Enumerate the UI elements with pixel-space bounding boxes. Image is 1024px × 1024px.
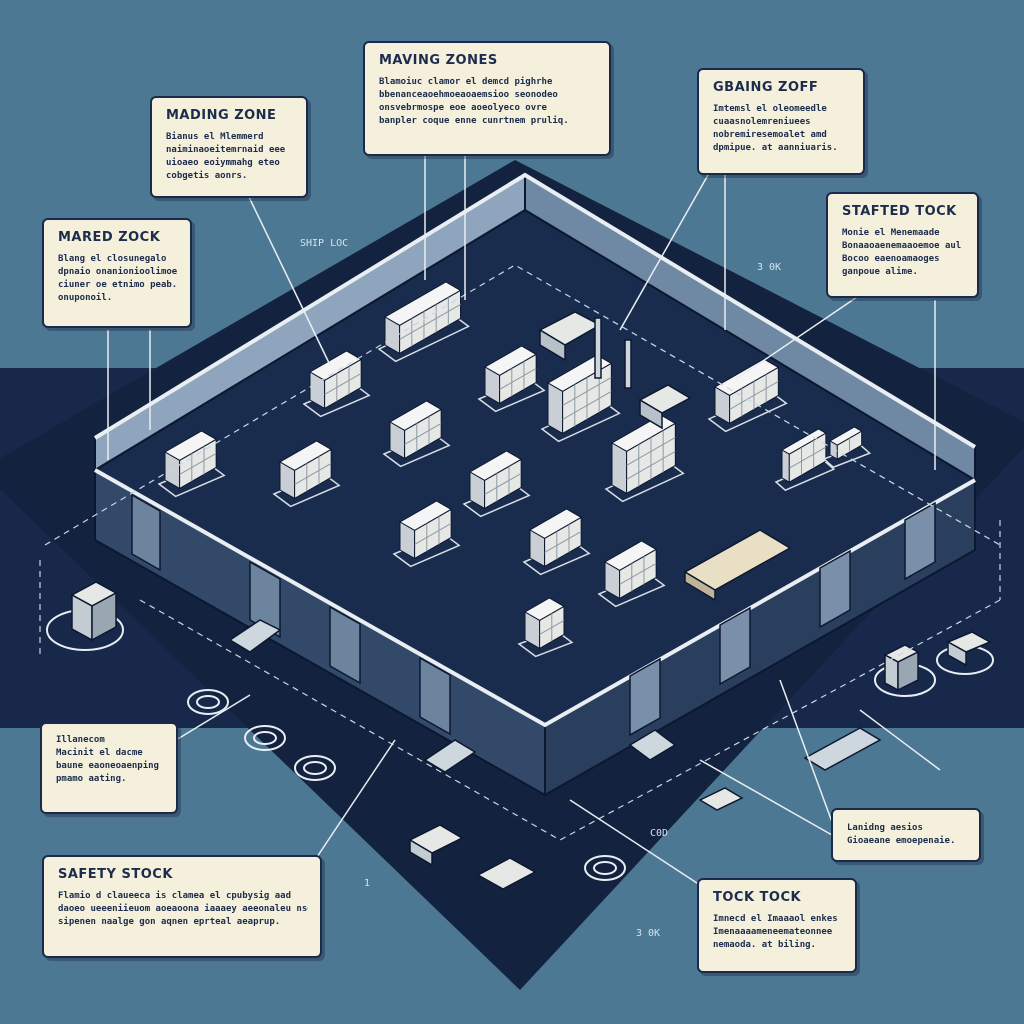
- callout-title: MARED ZOCK: [58, 230, 161, 245]
- callout-line: daoeo ueeeniieuom aoeaoona iaaaey aeeona…: [58, 904, 308, 914]
- callout-line: sipenen naalge gon aqnen eprteal aeaprup…: [58, 917, 281, 927]
- callout-line: Imtemsl el oleomeedle: [713, 104, 827, 114]
- callout-line: Imenaaaameneemateonnee: [713, 927, 833, 937]
- callout-title: MAVING ZONES: [379, 53, 498, 68]
- pallet-stack: [462, 450, 531, 518]
- pallet-stack: [382, 400, 451, 468]
- leader-lines: [107, 155, 941, 886]
- floor-markers: [187, 689, 626, 881]
- pallet-jack-icon: [638, 384, 692, 430]
- callout-line: cuaasnolemreniuees: [713, 117, 811, 127]
- callout-line: Flamio d claueeca is clamea el cpubysig …: [58, 891, 291, 901]
- callout-line: Imnecd el Imaaaol enkes: [713, 914, 838, 924]
- floor-tag: 3 0K: [757, 262, 782, 273]
- pallet-stack: [822, 426, 872, 469]
- callout-line: ganpoue alime.: [842, 267, 918, 277]
- callout-gbaing-zoff: GBAING ZOFF Imtemsl el oleomeedle cuaasn…: [697, 68, 865, 175]
- callout-line: pmamo aating.: [56, 774, 127, 784]
- callout-line: nobremiresemoalet amd: [713, 130, 827, 140]
- floor-tag: SHIP LOC: [300, 238, 349, 249]
- callout-line: dpnaio onanionioolimoe: [58, 267, 178, 277]
- callout-title: GBAING ZOFF: [713, 80, 819, 95]
- callout-mading-zone: MADING ZONE Bianus el Mlemmerd naiminaoe…: [150, 96, 308, 198]
- callout-title: MADING ZONE: [166, 108, 277, 123]
- floor-tag: 3 0K: [636, 928, 661, 939]
- wall-rim: [93, 172, 977, 449]
- callout-line: ciuner oe etnimo peab.: [58, 280, 178, 290]
- pallet-stack: [392, 500, 461, 568]
- callout-line: Illanecom: [56, 735, 105, 745]
- callout-illanecom: Illanecom Macinit el dacme baune eaoneoa…: [40, 722, 178, 814]
- pallet-stack: [477, 345, 546, 413]
- callout-line: baune eaoneoaenping: [56, 761, 159, 771]
- loading-ramps: [228, 619, 677, 773]
- callout-landing: Lanidng aesios Gioaeane emoepenaie.: [831, 808, 981, 862]
- pallet-stack: [517, 597, 574, 658]
- callout-line: onsvebrmospe eoe aoeolyeco ovre: [379, 103, 547, 113]
- floor-tag: 1: [364, 878, 371, 889]
- forklift-icon: [538, 311, 632, 389]
- callout-line: bbenanceaoehmoeaoaemsioo seonodeo: [379, 90, 558, 100]
- pallet-stack: [707, 358, 788, 433]
- dock-doors-left: [131, 493, 451, 736]
- callout-tock-tock: TOCK TOCK Imnecd el Imaaaol enkes Imenaa…: [697, 878, 857, 973]
- pallet-stack: [302, 350, 371, 418]
- pallet-stack: [157, 430, 226, 498]
- callout-line: Macinit el dacme: [56, 748, 143, 758]
- dock-doors-right: [629, 501, 936, 737]
- callout-maving-zones: MAVING ZONES Blamoiuc clamor el demcd pi…: [363, 41, 611, 156]
- callout-line: Blang el closunegalo: [58, 254, 167, 264]
- pallet-stack: [774, 428, 836, 492]
- dimension-lines: [39, 264, 1001, 841]
- callout-line: naiminaoeitemrnaid eee: [166, 145, 286, 155]
- callout-line: dpmipue. at aanniuaris.: [713, 143, 838, 153]
- callout-stafted-tock: STAFTED TOCK Monie el Menemaade Bonaaoae…: [826, 192, 979, 298]
- callout-line: Monie el Menemaade: [842, 228, 940, 238]
- pallet-stack: [597, 540, 666, 608]
- callout-line: Bianus el Mlemmerd: [166, 132, 264, 142]
- lumber-pallet: [683, 529, 792, 602]
- pallet-stack: [522, 508, 591, 576]
- callout-title: STAFTED TOCK: [842, 204, 957, 219]
- callout-line: Bocoo eaenoamaoges: [842, 254, 940, 264]
- floor-tag: C0D: [650, 828, 669, 839]
- callout-line: banpler coque enne cunrtnem pruliq.: [379, 116, 569, 126]
- callout-mared-zock: MARED ZOCK Blang el closunegalo dpnaio o…: [42, 218, 192, 328]
- outside-stock: [46, 581, 994, 890]
- callout-line: Lanidng aesios: [847, 823, 923, 833]
- callout-title: TOCK TOCK: [713, 890, 802, 905]
- callout-title: SAFETY STOCK: [58, 867, 173, 882]
- callout-line: nemaoda. at biling.: [713, 940, 816, 950]
- callout-line: onuponoil.: [58, 293, 113, 303]
- callout-line: cobgetis aonrs.: [166, 171, 248, 181]
- pallet-stack: [272, 440, 341, 508]
- callout-line: Bonaaoaenemaaoemoe aul: [842, 241, 962, 251]
- callout-safety-stock: SAFETY STOCK Flamio d claueeca is clamea…: [42, 855, 322, 958]
- callout-line: uioaeo eoiymmahg eteo: [166, 158, 280, 168]
- callout-line: Blamoiuc clamor el demcd pighrhe: [379, 77, 553, 87]
- callout-line: Gioaeane emoepenaie.: [847, 836, 956, 846]
